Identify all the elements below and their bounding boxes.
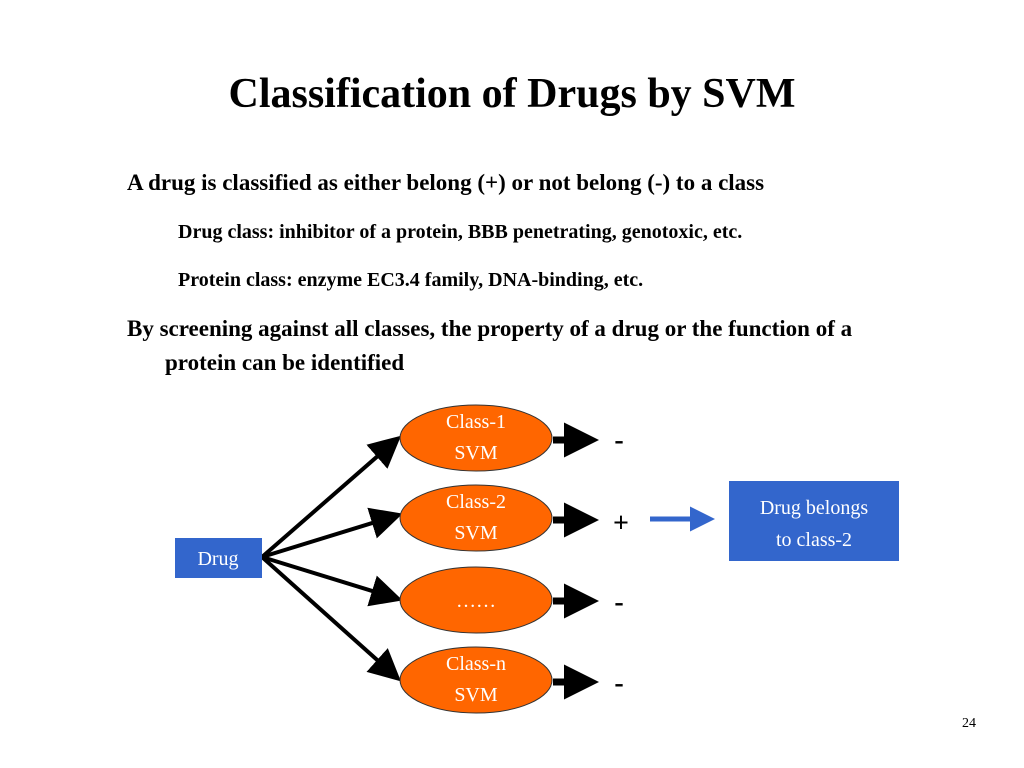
classifier-2-line1: Class-2 xyxy=(446,491,506,513)
result-sign-1: - xyxy=(614,425,623,456)
classifier-3-line1: …… xyxy=(456,590,496,612)
bullet-classification: A drug is classified as either belong (+… xyxy=(127,170,765,195)
classifier-oval-1 xyxy=(399,404,553,472)
output-line1: Drug belongs xyxy=(760,497,869,519)
classifier-1-line2: SVM xyxy=(454,442,498,464)
classifier-oval-4 xyxy=(399,646,553,714)
bullet-screening: By screening against all classes, the pr… xyxy=(127,316,853,375)
output-box xyxy=(729,481,899,561)
sub-bullet-drug-class: Drug class: inhibitor of a protein, BBB … xyxy=(178,221,743,243)
fan-arrow-3 xyxy=(261,555,403,607)
output-line2: to class-2 xyxy=(776,529,852,551)
classifier-4-line2: SVM xyxy=(454,684,498,706)
drug-input-label: Drug xyxy=(197,548,238,570)
slide-title: Classification of Drugs by SVM xyxy=(228,71,796,117)
classifier-1-line1: Class-1 xyxy=(446,411,506,433)
fan-arrow-4 xyxy=(260,555,401,682)
fan-arrow-1 xyxy=(260,435,402,559)
classifier-2-line2: SVM xyxy=(454,522,498,544)
fan-arrow-2 xyxy=(261,507,403,559)
sub-bullet-protein-class: Protein class: enzyme EC3.4 family, DNA-… xyxy=(178,269,644,291)
drug-input-box xyxy=(175,538,262,578)
result-sign-4: - xyxy=(614,668,623,699)
classifier-oval-3 xyxy=(399,566,553,634)
classifier-4-line1: Class-n xyxy=(446,653,506,675)
result-sign-3: - xyxy=(614,587,623,618)
classifier-oval-2 xyxy=(399,484,553,552)
result-sign-2: + xyxy=(613,508,629,539)
page-number: 24 xyxy=(962,716,976,731)
